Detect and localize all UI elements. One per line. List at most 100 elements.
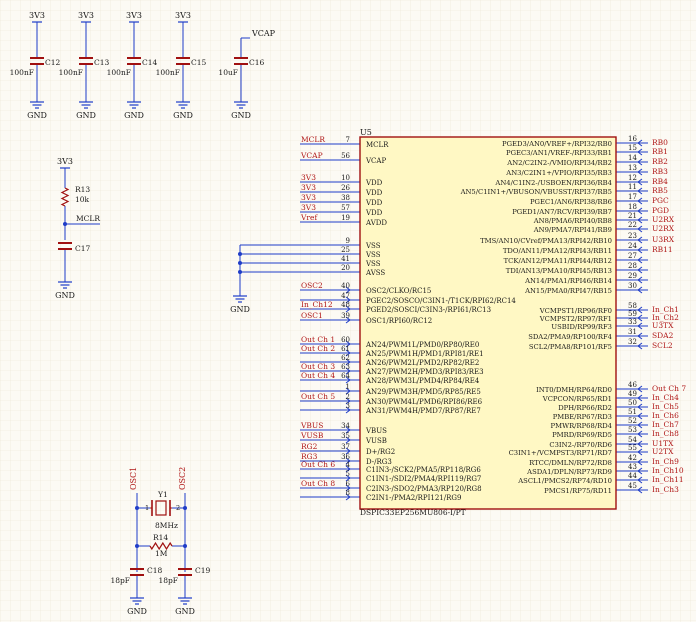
pin-number: 15 — [628, 144, 637, 152]
cap-value: 100nF — [59, 68, 83, 77]
pin-arrow — [345, 397, 351, 405]
pin-number: 33 — [628, 318, 637, 326]
pin-name: AN3/C2IN1+/VPIO/RPI35/RB3 — [505, 169, 612, 177]
pin-name: AN27/PWM2H/PMD3/RPI83/RE3 — [365, 368, 484, 376]
crystal-y1 — [155, 500, 167, 516]
gnd-label: GND — [124, 111, 144, 120]
pin-number: 13 — [628, 164, 637, 172]
cap-value: 100nF — [10, 68, 34, 77]
pin-name: VCAP — [365, 157, 386, 165]
pin-arrow — [637, 385, 643, 393]
pin-net-label: U3RX — [652, 235, 675, 244]
pin-arrow — [637, 286, 643, 294]
cap-value: 100nF — [156, 68, 180, 77]
pin-name: VDD — [365, 199, 383, 207]
pin-net-label: RG2 — [301, 442, 318, 451]
pin-name: OSC2/CLKO/RC15 — [366, 287, 431, 295]
pin-arrow — [637, 256, 643, 264]
pin-number: 1 — [145, 504, 149, 512]
pin-net-label: RB4 — [652, 177, 668, 186]
cap-ref: C19 — [195, 566, 211, 575]
pin-net-label: U1TX — [652, 439, 674, 448]
cap-value: 18pF — [110, 576, 130, 585]
pin-name: AN5/C1IN1+/VBUSON/VBUSST/RPI37/RB5 — [460, 188, 612, 196]
pin-name: VSS — [365, 251, 381, 259]
pin-number: 45 — [628, 482, 637, 490]
pin-name: PGEC3/AN1/VREF-/RPI33/RB1 — [506, 149, 612, 157]
pin-name: C1IN1-/SDI2/PMA4/RPI119/RG7 — [366, 475, 481, 483]
pin-number: 30 — [628, 282, 637, 290]
pin-net-label: Out Ch 1 — [301, 335, 335, 344]
pin-number: 37 — [341, 443, 350, 451]
pin-name: AN24/PWM1L/PMD0/RP80/RE0 — [365, 341, 479, 349]
pin-name: VBUS — [365, 427, 387, 435]
pin-net-label: OSC1 — [301, 311, 323, 320]
pin-name: ASDA1/DPLN/RP73/RD9 — [526, 468, 612, 476]
pin-number: 5 — [346, 470, 350, 478]
pin-arrow — [345, 349, 351, 357]
pin-arrow — [637, 342, 643, 350]
pin-number: 2 — [346, 393, 350, 401]
crystal-ref: Y1 — [157, 490, 168, 499]
pin-arrow — [637, 197, 643, 205]
pin-net-label: 3V3 — [301, 203, 316, 212]
pin-number: 58 — [628, 302, 637, 310]
pin-number: 39 — [341, 312, 350, 320]
pin-number: 36 — [341, 453, 350, 461]
pin-net-label: In_Ch1 — [652, 305, 679, 314]
gnd-label: GND — [127, 607, 147, 616]
pin-net-label: VUSB — [300, 431, 324, 440]
pin-arrow — [637, 467, 643, 475]
pin-number: 23 — [628, 232, 637, 240]
pin-arrow — [637, 412, 643, 420]
pin-number: 46 — [628, 381, 637, 389]
pin-arrow — [637, 207, 643, 215]
pin-arrow — [345, 316, 351, 324]
resistor-r14 — [149, 541, 173, 551]
pin-arrow — [637, 314, 643, 322]
pin-number: 42 — [628, 454, 637, 462]
pin-arrow — [637, 158, 643, 166]
pin-name: AN25/PWM1H/PMD1/RPI81/RE1 — [365, 350, 484, 358]
pin-number: 50 — [628, 399, 637, 407]
cap-value: 100nF — [107, 68, 131, 77]
pin-name: TCK/AN12/PMA11/RPI44/RB12 — [504, 257, 612, 265]
res-value: 10k — [75, 195, 90, 204]
pin-name: VUSB — [365, 437, 387, 445]
pin-arrow — [637, 225, 643, 233]
pin-arrow — [637, 306, 643, 314]
pin-name: VSS — [365, 242, 381, 250]
gnd-label: GND — [27, 111, 47, 120]
pin-number: 47 — [341, 292, 350, 300]
pin-number: 53 — [628, 426, 637, 434]
cap-ref: C17 — [75, 244, 91, 253]
pin-number: 43 — [628, 463, 637, 471]
pin-net-label: RB11 — [652, 245, 673, 254]
gnd-label: GND — [175, 607, 195, 616]
pin-arrow — [637, 216, 643, 224]
pin-number: 34 — [341, 422, 350, 430]
pin-arrow — [637, 394, 643, 402]
pin-name: C1IN3-/SCK2/PMA5/RP118/RG6 — [366, 466, 481, 474]
pin-net-label: 3V3 — [301, 173, 316, 182]
pin-number: 31 — [628, 328, 637, 336]
pin-arrow — [345, 305, 351, 313]
pin-number: 1 — [346, 383, 350, 391]
pin-number: 12 — [628, 174, 637, 182]
pin-net-label: In_Ch6 — [652, 411, 679, 420]
pin-net-label: VCAP — [300, 151, 323, 160]
pin-arrow — [345, 286, 351, 294]
pin-number: 17 — [628, 193, 637, 201]
pin-name: PGED1/AN7/RCV/RPI39/RB7 — [512, 208, 612, 216]
pin-number: 38 — [341, 194, 350, 202]
pin-number: 6 — [346, 480, 351, 488]
pin-net-label: Out Ch 3 — [301, 362, 335, 371]
pin-number: 54 — [628, 436, 637, 444]
pin-net-label: VBUS — [300, 421, 323, 430]
pin-net-label: PGC — [652, 196, 669, 205]
pin-name: RTCC/DMLN/RP72/RD8 — [529, 459, 612, 467]
cap-ref: C15 — [191, 58, 207, 67]
pin-net-label: In_Ch11 — [652, 475, 684, 484]
pin-net-label: U2RX — [652, 215, 675, 224]
pin-net-label: U3TX — [652, 321, 674, 330]
